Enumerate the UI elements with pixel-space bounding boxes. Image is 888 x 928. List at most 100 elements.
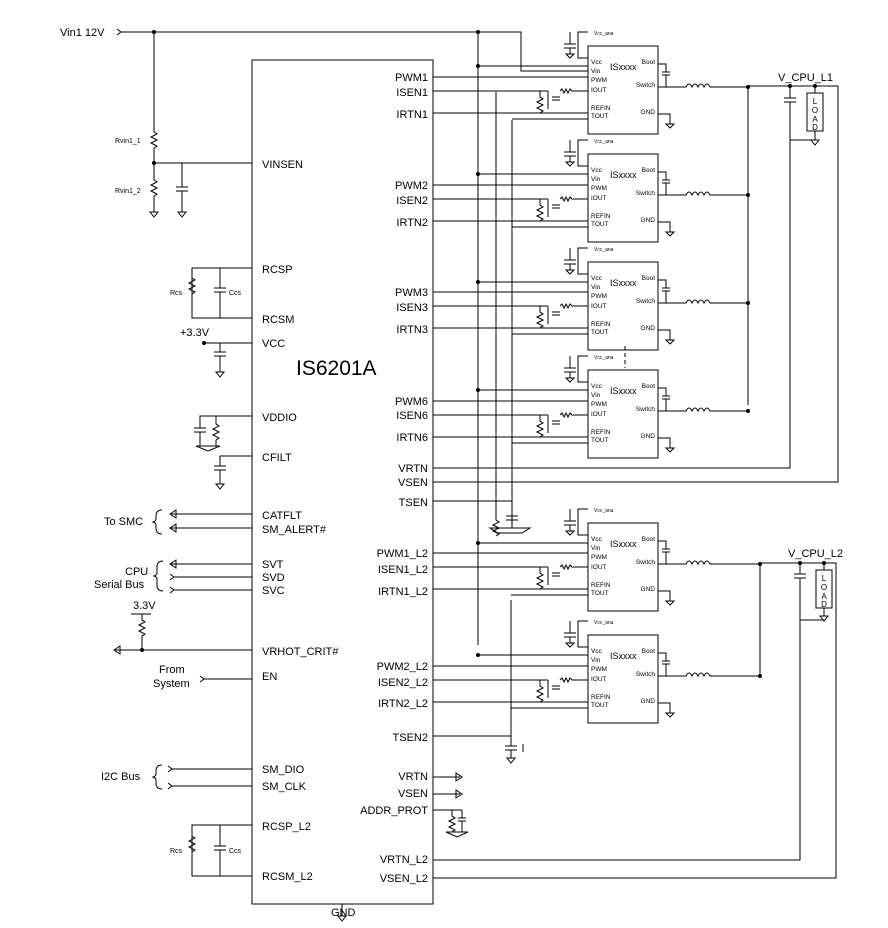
from-label: From	[159, 664, 185, 676]
stage-ph2-name: ISxxxx	[610, 170, 637, 180]
pin-rcsp: RCSP	[262, 264, 293, 276]
vrtn-vsen-out	[433, 772, 463, 799]
stage-l2ph1-pin-5: TOUT	[591, 590, 609, 597]
pin-pwm2-l2: PWM2_L2	[377, 661, 428, 673]
load-l2-leads	[818, 563, 830, 622]
rcs-network	[187, 267, 252, 319]
stage-ph1-box	[587, 45, 659, 135]
i2c-label: I2C Bus	[101, 771, 141, 783]
pin-addr-prot: ADDR_PROT	[360, 805, 428, 817]
pin-pwm2: PWM2	[395, 180, 428, 192]
rvin1-label: Rvin1_1	[115, 138, 141, 145]
stage-l2ph1-vcc-label: Vcc_ana	[594, 508, 614, 514]
pin-vsen: VSEN	[398, 477, 428, 489]
svid-brace	[152, 560, 164, 592]
p33-label: +3.3V	[180, 327, 210, 339]
pin-vsen-l2: VSEN_L2	[380, 873, 428, 885]
i2c-brace	[151, 764, 163, 790]
ccs-label: Ccs	[229, 290, 242, 297]
stage-l2ph1-pin-0: Vcc	[591, 536, 603, 543]
cout-l1	[784, 86, 796, 140]
stage-ph3-name: ISxxxx	[610, 278, 637, 288]
load-l2-letter-d: D	[821, 600, 827, 609]
pin-irtn2: IRTN2	[396, 217, 428, 229]
stage-ph6-switch-dot	[746, 409, 750, 413]
vrhot-junction	[140, 648, 144, 652]
pin-sm-clk: SM_CLK	[262, 781, 307, 793]
stage-l2ph1-pin-gnd: GND	[641, 586, 656, 593]
pin-irtn2-l2: IRTN2_L2	[378, 698, 428, 710]
stage-l2ph1-pin-switch: Switch	[636, 559, 656, 566]
stage-l2ph2-pin-5: TOUT	[591, 702, 609, 709]
vcc-net	[204, 342, 252, 378]
controller-ic-box	[251, 59, 434, 905]
pin-isen3: ISEN3	[396, 302, 428, 314]
stage-ph2-pin-switch: Switch	[636, 190, 656, 197]
stage-ph6-pin-5: TOUT	[591, 437, 609, 444]
to-smc-label: To SMC	[104, 516, 143, 528]
stage-l2ph1-pin-3: IOUT	[591, 564, 607, 571]
stage-ph2-pin-1: Vin	[591, 176, 601, 183]
stage-ph1-pin-switch: Switch	[636, 82, 656, 89]
rcs-label: Rcs	[170, 290, 183, 297]
stage-ph1-pin-5: TOUT	[591, 113, 609, 120]
vin-arrow	[116, 28, 122, 36]
pin-pwm3: PWM3	[395, 287, 428, 299]
v33-label: 3.3V	[133, 600, 156, 612]
stage-ph1-pin-4: REFIN	[591, 105, 611, 112]
stage-l2ph1-name: ISxxxx	[610, 539, 637, 549]
pin-vcc: VCC	[262, 338, 285, 350]
stage-l2ph2-name: ISxxxx	[610, 651, 637, 661]
stage-l2ph2-pin-2: PWM	[591, 666, 607, 673]
stage-l2ph2-pin-1: Vin	[591, 657, 601, 664]
pin-isen6: ISEN6	[396, 410, 428, 422]
stage-ph6-box	[587, 369, 659, 459]
pin-svc: SVC	[262, 585, 285, 597]
pin-vinsen: VINSEN	[262, 159, 303, 171]
pin-vrtn: VRTN	[398, 463, 428, 475]
stage-ph6-wires	[433, 355, 748, 453]
cfilt-net	[214, 455, 252, 490]
stage-ph1-pin-3: IOUT	[591, 87, 607, 94]
pin-tsen: TSEN	[399, 497, 428, 509]
stage-ph2-box	[587, 153, 659, 243]
stage-ph2-vcc-label: Vcc_ana	[594, 139, 614, 145]
pin-svd: SVD	[262, 572, 285, 584]
stage-ph2-pin-0: Vcc	[591, 167, 603, 174]
pin-irtn6: IRTN6	[396, 432, 428, 444]
smc-arrows	[169, 509, 252, 533]
stage-ph6-pin-2: PWM	[591, 401, 607, 408]
stage-ph1-pin-1: Vin	[591, 68, 601, 75]
stage-ph6-vcc-label: Vcc_ana	[594, 355, 614, 361]
stage-ph3-pin-1: Vin	[591, 284, 601, 291]
stage-l2ph1-pin-2: PWM	[591, 554, 607, 561]
stage-ph1-pin-gnd: GND	[641, 109, 656, 116]
pin-vrtn-b: VRTN	[398, 771, 428, 783]
pin-isen2-l2: ISEN2_L2	[378, 677, 428, 689]
vrtn-l2-net	[433, 619, 824, 861]
controller-name: IS6201A	[296, 357, 377, 380]
load-l1-letter-a: A	[812, 115, 818, 124]
vcc-junction	[202, 341, 206, 345]
load-l2-letter-o: O	[821, 583, 827, 592]
pin-irtn1: IRTN1	[396, 109, 428, 121]
stage-l2ph1-wires	[433, 508, 760, 606]
vinsen-junction	[152, 161, 156, 165]
rail-l1-net	[433, 85, 839, 483]
pin-rcsp-l2: RCSP_L2	[262, 821, 311, 833]
pin-irtn3: IRTN3	[396, 324, 428, 336]
stage-ph3-vcc-label: Vcc_ana	[594, 247, 614, 253]
rail-l2-label: V_CPU_L2	[788, 548, 843, 560]
pin-en: EN	[262, 671, 277, 683]
cpu-bus-label-2: Serial Bus	[94, 579, 145, 591]
stage-l2ph2-pin-boot: Boot	[642, 648, 656, 655]
stage-ph3-pin-switch: Switch	[636, 298, 656, 305]
pin-cfilt: CFILT	[262, 452, 292, 464]
load-l2-letter-l: L	[822, 574, 827, 583]
stage-ph6-pin-1: Vin	[591, 392, 601, 399]
stage-ph3-pin-3: IOUT	[591, 303, 607, 310]
pin-svt: SVT	[262, 559, 284, 571]
stage-ph2-pin-2: PWM	[591, 185, 607, 192]
pin-tsen2: TSEN2	[393, 732, 428, 744]
